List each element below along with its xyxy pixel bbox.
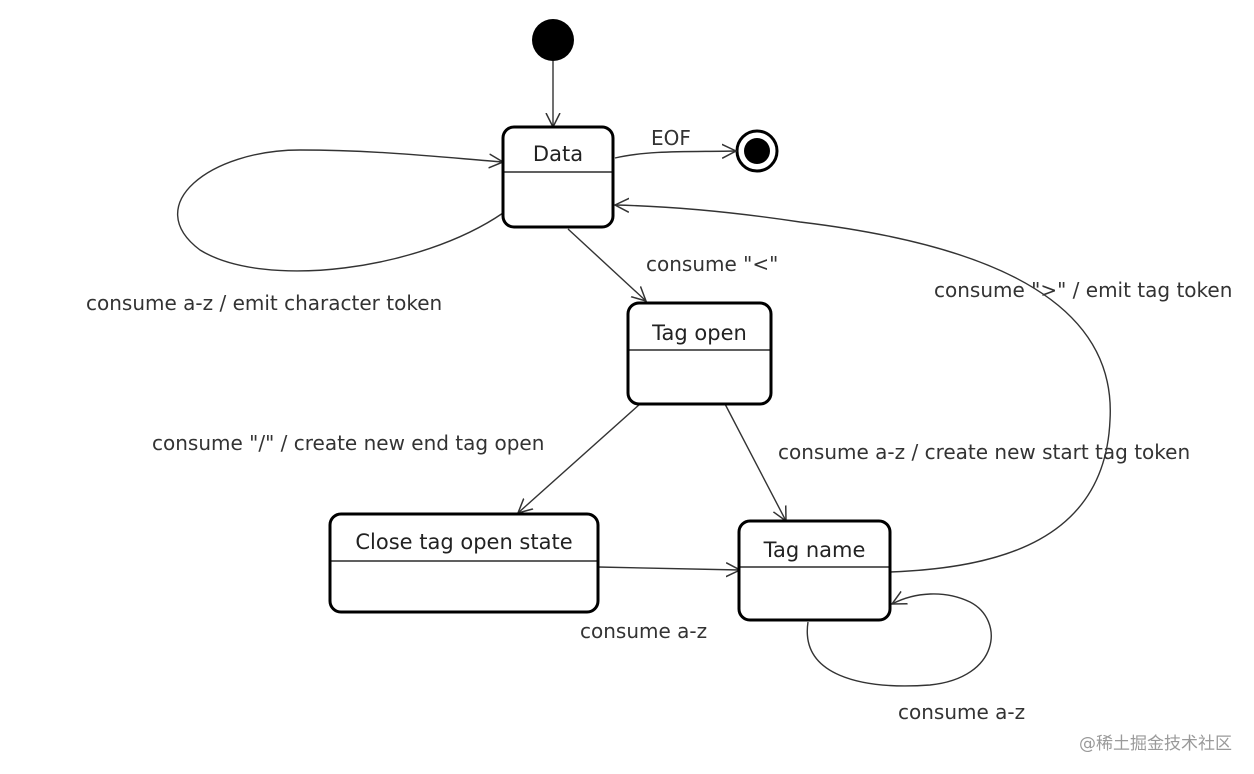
label-data-self: consume a-z / emit character token xyxy=(86,291,442,315)
label-tag-name-to-data: consume ">" / emit tag token xyxy=(934,278,1232,302)
state-tag-open-label: Tag open xyxy=(651,321,747,345)
edge-tag-name-to-data xyxy=(615,205,1111,573)
edge-tag-open-to-tag-name xyxy=(724,403,786,521)
label-close-to-tag-name: consume a-z xyxy=(580,619,707,643)
label-data-to-tag-open: consume "<" xyxy=(646,252,778,276)
state-data: Data xyxy=(501,125,615,229)
state-data-label: Data xyxy=(533,142,583,166)
state-tag-name-label: Tag name xyxy=(763,538,866,562)
label-eof: EOF xyxy=(651,126,691,150)
state-close-tag-open-label: Close tag open state xyxy=(355,530,572,554)
state-tag-open: Tag open xyxy=(626,301,773,406)
initial-node xyxy=(532,19,574,61)
edge-data-self-loop xyxy=(176,149,503,272)
label-tag-name-self: consume a-z xyxy=(898,700,1025,724)
edge-tag-name-self-loop xyxy=(806,594,992,687)
final-node xyxy=(735,129,779,173)
state-close-tag-open: Close tag open state xyxy=(328,512,600,614)
watermark: @稀土掘金技术社区 xyxy=(1079,734,1232,754)
edge-close-to-tag-name xyxy=(597,567,740,570)
edge-data-to-tag-open xyxy=(567,228,646,301)
edge-data-to-final xyxy=(614,151,736,158)
edge-tag-open-to-close xyxy=(518,403,641,513)
label-tag-open-to-close: consume "/" / create new end tag open xyxy=(152,431,544,455)
state-tag-name: Tag name xyxy=(737,519,892,622)
label-tag-open-to-tag-name: consume a-z / create new start tag token xyxy=(778,440,1190,464)
